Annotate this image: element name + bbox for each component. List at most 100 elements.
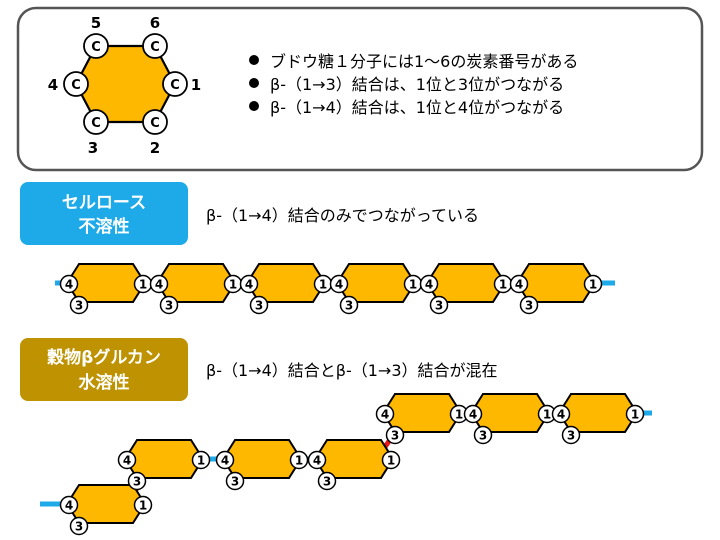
position-1-node-label: 1 (455, 408, 463, 422)
position-1-node (625, 404, 645, 424)
carbon-label: C (91, 40, 101, 55)
position-3-node-label: 3 (391, 429, 399, 443)
glucose-unit: 4 1 3 (149, 263, 243, 315)
position-3-node-label: 3 (165, 299, 173, 313)
position-3-node (519, 295, 539, 315)
position-1-node-label: 1 (387, 454, 395, 468)
position-6-label: 6 (150, 14, 160, 32)
position-4-node-label: 4 (313, 454, 321, 468)
position-4-node (329, 274, 349, 294)
carbon-label: C (150, 116, 160, 131)
position-5-label: 5 (91, 14, 101, 32)
position-1-node-label: 1 (197, 454, 205, 468)
position-1-node (381, 450, 401, 470)
bullet-dot (249, 55, 259, 65)
position-3-node-label: 3 (231, 475, 239, 489)
position-4-node (375, 404, 395, 424)
position-3-node (561, 425, 581, 445)
position-3-node-label: 3 (133, 475, 141, 489)
intro-panel (16, 6, 704, 172)
bullet-text-2: β-（1→3）結合は、1位と3位がつながる (270, 75, 564, 94)
position-3-node-label: 3 (255, 299, 263, 313)
position-4-node (509, 274, 529, 294)
position-4-node-label: 4 (557, 408, 565, 422)
position-3-node (225, 471, 245, 491)
carbon-node (83, 109, 109, 135)
position-4-node-label: 4 (469, 408, 477, 422)
position-4-node-label: 4 (65, 278, 73, 292)
position-1-node (583, 274, 603, 294)
position-2-label: 2 (150, 139, 160, 157)
position-3-node (339, 295, 359, 315)
bullet-text-1: ブドウ糖１分子には1〜6の炭素番号がある (270, 52, 578, 71)
position-3-node-label: 3 (525, 299, 533, 313)
position-4-node-label: 4 (221, 454, 229, 468)
glucose-unit: 4 1 3 (463, 393, 557, 445)
position-4-node (419, 274, 439, 294)
glucose-unit: 4 1 3 (117, 439, 211, 491)
position-3-node-label: 3 (479, 429, 487, 443)
glucan-badge-title: 穀物βグルカン (47, 347, 161, 368)
position-3-node (429, 295, 449, 315)
position-3-node-label: 3 (75, 299, 83, 313)
position-4-node-label: 4 (381, 408, 389, 422)
position-4-node-label: 4 (65, 499, 73, 513)
position-3-node-label: 3 (567, 429, 575, 443)
bullet-dot (249, 78, 259, 88)
position-3-node (127, 471, 147, 491)
glucose-unit: 4 1 3 (375, 393, 469, 445)
position-3-node (317, 471, 337, 491)
position-4-node (215, 450, 235, 470)
position-1-node-label: 1 (229, 278, 237, 292)
cellulose-description: β-（1→4）結合のみでつながっている (206, 206, 479, 225)
cellulose-badge-solubility: 不溶性 (79, 216, 130, 237)
carbon-label: C (170, 78, 180, 93)
position-1-node-label: 1 (499, 278, 507, 292)
glucose-unit: 4 1 3 (551, 393, 645, 445)
position-4-node (59, 495, 79, 515)
position-4-node-label: 4 (515, 278, 523, 292)
cellulose-badge-title: セルロース (62, 193, 146, 213)
position-4-node (551, 404, 571, 424)
position-3-label: 3 (88, 139, 98, 157)
position-3-node-label: 3 (435, 299, 443, 313)
position-1-label: 1 (191, 76, 201, 94)
position-4-node (463, 404, 483, 424)
position-4-node-label: 4 (123, 454, 131, 468)
carbon-node (142, 109, 168, 135)
position-3-node (69, 516, 89, 536)
position-3-node (69, 295, 89, 315)
glucan-description: β-（1→4）結合とβ-（1→3）結合が混在 (206, 361, 498, 380)
position-1-node-label: 1 (631, 408, 639, 422)
position-4-label: 4 (48, 76, 58, 94)
carbon-label: C (71, 78, 81, 93)
position-1-node-label: 1 (139, 278, 147, 292)
position-3-node (249, 295, 269, 315)
position-3-node (159, 295, 179, 315)
position-3-node-label: 3 (323, 475, 331, 489)
position-3-node (385, 425, 405, 445)
position-1-node-label: 1 (543, 408, 551, 422)
carbon-label: C (91, 116, 101, 131)
position-1-node-label: 1 (139, 499, 147, 513)
position-3-node (473, 425, 493, 445)
glucose-unit: 4 1 3 (59, 484, 153, 536)
position-4-node (239, 274, 259, 294)
position-1-node (289, 450, 309, 470)
position-4-node-label: 4 (155, 278, 163, 292)
bullet-dot (249, 101, 259, 111)
glucan-badge-solubility: 水溶性 (79, 372, 130, 393)
glucan-badge (20, 338, 188, 401)
position-4-node (117, 450, 137, 470)
carbon-node (162, 71, 188, 97)
position-4-node (59, 274, 79, 294)
position-3-node-label: 3 (75, 520, 83, 534)
position-3-node-label: 3 (345, 299, 353, 313)
position-1-node-label: 1 (319, 278, 327, 292)
position-1-node (191, 450, 211, 470)
